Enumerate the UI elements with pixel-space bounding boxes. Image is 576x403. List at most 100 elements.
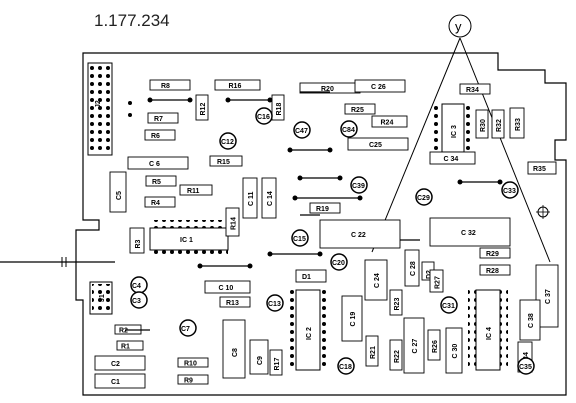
label-c39: C39 [352,183,365,190]
label-c30: C 30 [452,344,459,359]
component-c8: C8 [222,319,246,379]
capacitor-c3: C3 [130,291,148,309]
label-r8: R8 [161,83,170,90]
component-c30: C 30 [445,327,463,374]
label-c27: C 27 [412,339,419,354]
capacitor-c7: C7 [179,319,197,337]
label-r3: R3 [135,239,142,248]
label-r5: R5 [152,179,161,186]
label-r29: R29 [486,251,499,258]
label-r32: R32 [496,119,503,132]
label-r35: R35 [533,166,546,173]
component-c24: C 24 [364,259,388,301]
label-c33: C33 [503,188,516,195]
component-r1: R1 [116,340,144,351]
label-r11: R11 [187,188,200,195]
component-r14: R14 [225,207,240,237]
component-c9: C9 [249,339,269,375]
component-r6: R6 [144,129,176,141]
label-IC2: IC 2 [306,327,313,340]
component-r28: R28 [479,264,511,276]
label-c7: C7 [181,326,190,333]
label-c2: C2 [111,361,120,368]
label-r15: R15 [217,159,230,166]
label-c35s: C35 [519,364,532,371]
component-r25: R25 [344,103,376,115]
component-r27: R27 [429,269,444,293]
component-c34: C 34 [429,151,476,165]
label-c47: C47 [295,128,308,135]
capacitor-c47: C47 [293,121,311,139]
component-c6: C 6 [127,156,189,170]
component-r21: R21 [365,335,379,367]
external-lead [0,257,115,267]
component-c27: C 27 [403,317,425,374]
board-outline [75,52,567,396]
label-r26: R26 [432,340,439,353]
label-r12: R12 [200,103,207,116]
label-r27: R27 [435,276,442,289]
label-c8: C8 [232,348,239,357]
label-c38: C 38 [528,313,535,328]
label-c24: C 24 [374,273,381,288]
component-r9: R9 [177,374,209,385]
label-r7: R7 [154,116,163,123]
callout-y: y [371,14,551,263]
component-r32: R32 [491,109,505,139]
capacitor-c15: C15 [291,229,309,247]
capacitor-c29: C29 [415,188,433,206]
label-r30: R30 [480,119,487,132]
component-r17: R17 [269,349,283,376]
label-c20: C20 [332,260,345,267]
ic-IC2: IC 2 [288,289,328,371]
capacitor-c35s: C35 [517,357,535,375]
component-r8: R8 [149,79,191,91]
component-r13: R13 [219,296,251,308]
label-c15: C15 [293,236,306,243]
label-r18: R18 [276,103,283,116]
component-c38: C 38 [519,299,541,341]
label-r2: R2 [119,328,128,335]
component-r12: R12 [195,94,209,121]
label-c4: C4 [132,283,141,290]
component-c28: C 28 [404,249,420,287]
label-c13: C13 [268,301,281,308]
component-r15: R15 [209,155,243,167]
label-c29: C29 [417,195,430,202]
ic-IC3: IC 3 [434,103,472,153]
label-r9: R9 [184,378,193,385]
label-c1: C1 [111,379,120,386]
label-r21: R21 [370,346,377,359]
label-c3: C3 [132,298,141,305]
label-d2: D2 [426,270,433,279]
component-r7: R7 [147,112,179,124]
label-c28: C 28 [410,261,417,276]
label-r17: R17 [274,358,281,371]
label-J2: J2 [95,100,102,108]
component-d1: D1 [295,269,327,283]
capacitor-c39: C39 [350,176,368,194]
label-c9: C9 [257,356,264,365]
label-c26: C 26 [371,84,386,91]
component-r22: R22 [389,339,403,371]
connector-J1: J1 [89,281,113,315]
label-r33: R33 [515,118,522,131]
component-r3: R3 [129,227,145,254]
label-c37: C 37 [545,289,552,304]
component-r24: R24 [371,115,408,128]
capacitor-c12: C12 [219,132,237,150]
capacitor-c31: C31 [440,296,458,314]
label-IC1: IC 1 [180,237,193,244]
component-c2: C2 [94,355,146,371]
label-r19: R19 [316,206,329,213]
capacitor-c16: C16 [255,107,273,125]
label-c25: C25 [369,142,382,149]
component-r29: R29 [479,247,511,259]
component-c32: C 32 [429,217,511,247]
component-r34a: R34 [459,83,491,95]
label-r14: R14 [231,217,238,230]
label-c10: C 10 [219,285,234,292]
component-c5: C5 [109,171,127,213]
